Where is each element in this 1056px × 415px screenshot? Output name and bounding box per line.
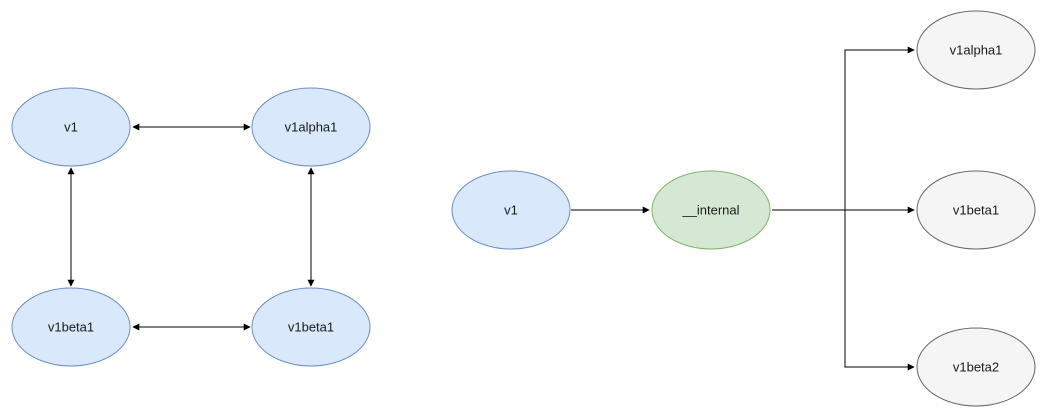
node-label: v1alpha1 (950, 43, 1003, 58)
node-shape (11, 287, 131, 367)
node-shape (251, 287, 371, 367)
node-label: __internal (681, 203, 739, 218)
node-v1beta2-right[interactable]: v1beta2 (916, 327, 1036, 407)
node-v1-right[interactable]: v1 (451, 170, 571, 250)
node-label: v1beta2 (953, 360, 999, 375)
right-diagram: v1 __internal v1alpha1 v1beta1 v1beta2 (451, 10, 1036, 407)
node-v1alpha1-right[interactable]: v1alpha1 (916, 10, 1036, 90)
node-shape (11, 87, 131, 167)
node-shape (251, 87, 371, 167)
node-shape (916, 170, 1036, 250)
node-v1beta1-right[interactable]: v1beta1 (916, 170, 1036, 250)
node-v1alpha1-left[interactable]: v1alpha1 (251, 87, 371, 167)
node-internal[interactable]: __internal (651, 170, 771, 250)
node-v1-left[interactable]: v1 (11, 87, 131, 167)
node-shape (916, 327, 1036, 407)
edge-internal-v1alpha1 (772, 46, 915, 211)
node-v1beta1-bottom-left[interactable]: v1beta1 (11, 287, 131, 367)
node-label: v1 (64, 120, 78, 135)
node-label: v1beta1 (953, 203, 999, 218)
edge-internal-v1beta2 (844, 210, 915, 371)
node-label: v1beta1 (48, 320, 94, 335)
node-label: v1 (504, 203, 518, 218)
node-shape (651, 170, 771, 250)
node-label: v1beta1 (288, 320, 334, 335)
node-shape (451, 170, 571, 250)
node-label: v1alpha1 (285, 120, 338, 135)
node-v1beta1-bottom-right[interactable]: v1beta1 (251, 287, 371, 367)
left-diagram: v1 v1alpha1 v1beta1 v1beta1 (11, 87, 371, 367)
node-shape (916, 10, 1036, 90)
